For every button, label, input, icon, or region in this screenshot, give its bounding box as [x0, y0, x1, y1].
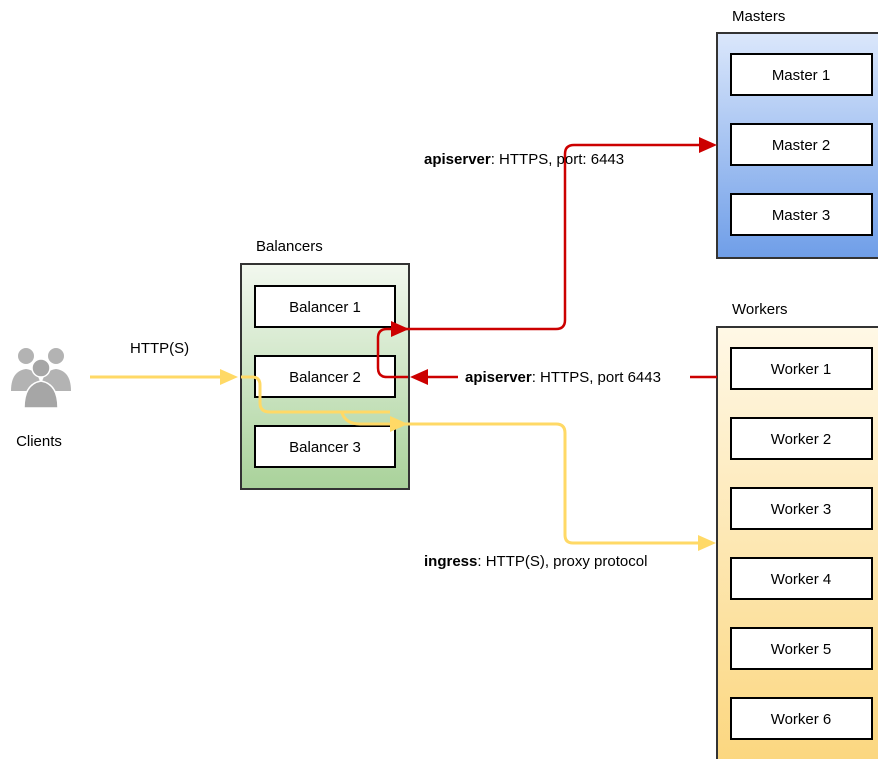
workers-container — [716, 326, 878, 759]
workers-title: Workers — [732, 301, 788, 318]
master-box-1[interactable]: Master 1 — [730, 53, 873, 96]
http-link-label: HTTP(S) — [130, 340, 189, 357]
worker-label: Worker 4 — [771, 571, 832, 588]
ingress-link-label: ingress: HTTP(S), proxy protocol — [424, 553, 647, 570]
apiserver-workers-label-name: apiserver — [465, 369, 532, 386]
worker-label: Worker 3 — [771, 501, 832, 518]
worker-box-4[interactable]: Worker 4 — [730, 557, 873, 600]
link-line — [376, 143, 700, 379]
apiserver-masters-label-detail: : HTTPS, port: 6443 — [491, 151, 624, 168]
apiserver-workers-label-detail: : HTTPS, port 6443 — [532, 369, 661, 386]
clients-to-balancers-connector — [90, 369, 238, 385]
apiserver-masters-label-name: apiserver — [424, 151, 491, 168]
worker-box-5[interactable]: Worker 5 — [730, 627, 873, 670]
worker-label: Worker 5 — [771, 641, 832, 658]
ingress-label-detail: : HTTP(S), proxy protocol — [477, 553, 647, 570]
master-box-3[interactable]: Master 3 — [730, 193, 873, 236]
worker-label: Worker 2 — [771, 431, 832, 448]
masters-title: Masters — [732, 8, 785, 25]
worker-label: Worker 6 — [771, 711, 832, 728]
worker-box-6[interactable]: Worker 6 — [730, 697, 873, 740]
worker-box-2[interactable]: Worker 2 — [730, 417, 873, 460]
arrowhead-icon — [698, 535, 716, 551]
balancer-box-3[interactable]: Balancer 3 — [254, 425, 396, 468]
worker-label: Worker 1 — [771, 361, 832, 378]
ingress-connector — [241, 375, 716, 551]
balancer-label: Balancer 2 — [289, 369, 361, 386]
arrowhead-icon — [699, 137, 717, 153]
link-line — [241, 375, 390, 414]
apiserver-from-workers-connector — [410, 369, 717, 385]
master-label: Master 3 — [772, 207, 830, 224]
arrowhead-icon — [391, 321, 409, 337]
link-line — [340, 412, 698, 545]
arrowhead-icon — [220, 369, 238, 385]
clients-label: Clients — [16, 433, 62, 450]
balancer-box-2[interactable]: Balancer 2 — [254, 355, 396, 398]
arrowhead-icon — [410, 369, 428, 385]
balancer-box-1[interactable]: Balancer 1 — [254, 285, 396, 328]
balancer-label: Balancer 1 — [289, 299, 361, 316]
apiserver-to-masters-connector — [376, 137, 717, 379]
apiserver-workers-label: apiserver: HTTPS, port 6443 — [465, 369, 661, 386]
ingress-label-name: ingress — [424, 553, 477, 570]
master-label: Master 2 — [772, 137, 830, 154]
master-label: Master 1 — [772, 67, 830, 84]
apiserver-masters-label: apiserver: HTTPS, port: 6443 — [424, 151, 624, 168]
clients-icon — [11, 348, 71, 409]
worker-box-1[interactable]: Worker 1 — [730, 347, 873, 390]
master-box-2[interactable]: Master 2 — [730, 123, 873, 166]
balancers-title: Balancers — [256, 238, 323, 255]
balancer-label: Balancer 3 — [289, 439, 361, 456]
worker-box-3[interactable]: Worker 3 — [730, 487, 873, 530]
